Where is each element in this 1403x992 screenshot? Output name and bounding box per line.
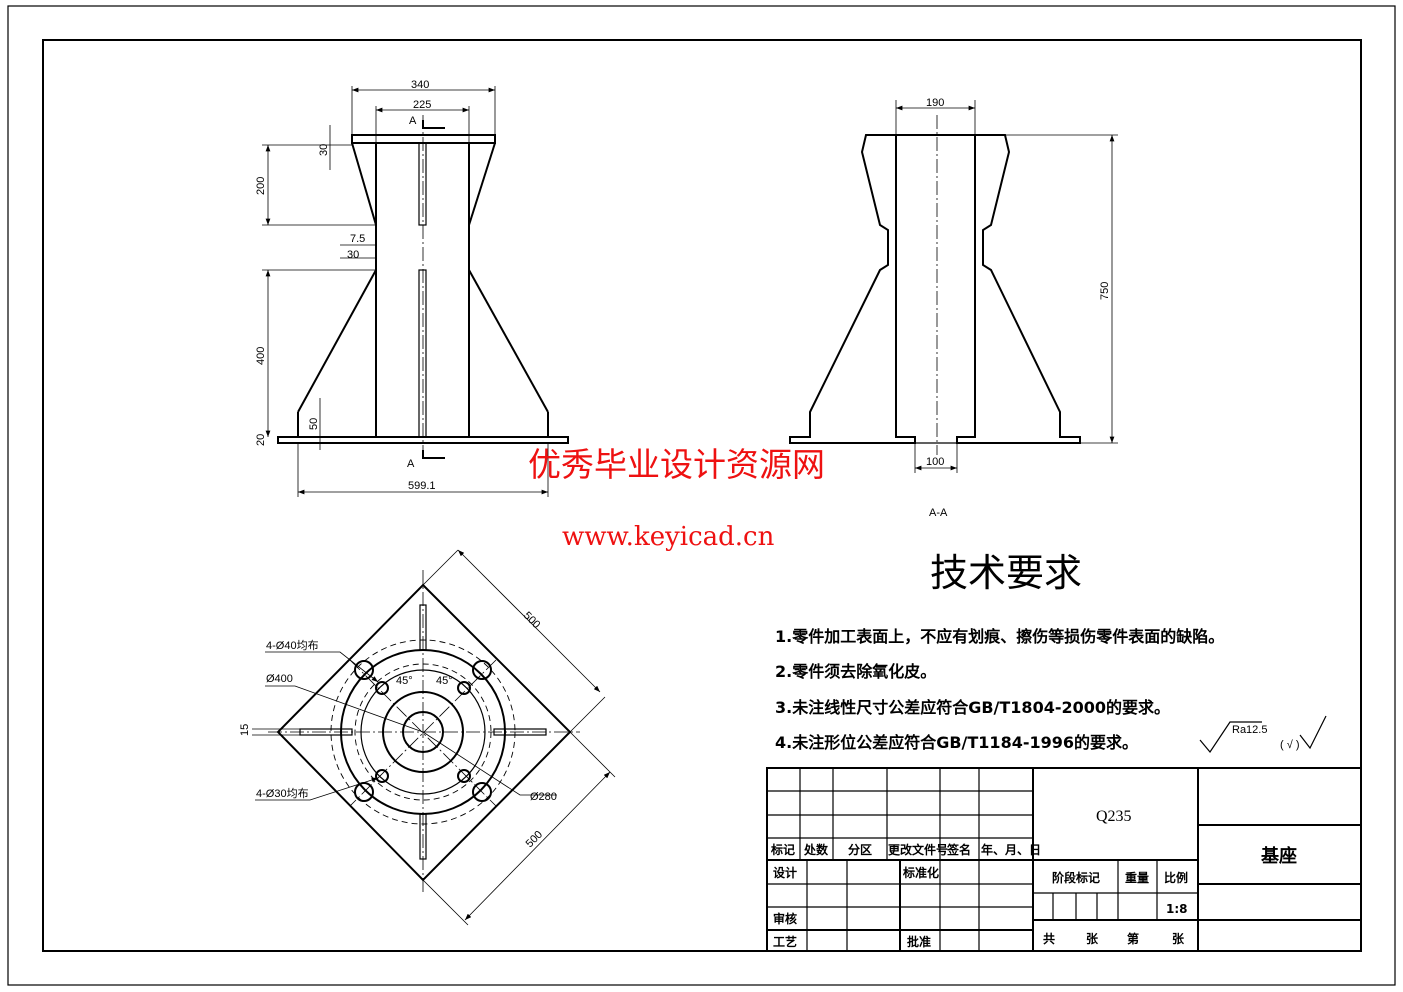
label-standardize: 标准化	[902, 865, 939, 880]
watermark-cn: 优秀毕业设计资源网	[528, 445, 825, 484]
label-sheet: 张	[1172, 931, 1185, 946]
label-design: 设计	[773, 865, 797, 880]
roughness-value: Ra12.5	[1232, 724, 1267, 736]
roughness-symbol	[1199, 715, 1327, 754]
title-block	[766, 767, 1362, 952]
angle-left: 45°	[396, 675, 413, 687]
section-mark-top: A	[409, 115, 417, 127]
top-view: 4-Ø40均布 Ø400 45° 45° 4-Ø30均布 Ø280 15 500…	[239, 549, 616, 926]
part-name: 基座	[1260, 845, 1297, 867]
header-zone: 分区	[848, 842, 872, 857]
dim-500-a: 500	[521, 610, 542, 631]
dim-200: 200	[255, 177, 267, 195]
dim-500-b: 500	[524, 829, 545, 850]
requirement-1: 1.零件加工表面上，不应有划痕、擦伤等损伤零件表面的缺陷。	[775, 627, 1224, 646]
requirement-2: 2.零件须去除氧化皮。	[775, 662, 936, 681]
header-signature: 签名	[946, 842, 971, 857]
dim-100: 100	[926, 456, 944, 468]
dim-15: 15	[239, 724, 251, 736]
dim-50: 50	[308, 418, 320, 430]
requirements-title: 技术要求	[930, 551, 1082, 595]
header-change-doc: 更改文件号	[888, 842, 948, 857]
dim-20: 20	[255, 434, 267, 446]
outer-border	[7, 5, 1396, 986]
label-review: 审核	[773, 911, 797, 926]
label-4-d30: 4-Ø30均布	[256, 787, 309, 800]
section-label: A-A	[929, 507, 948, 519]
angle-right: 45°	[436, 675, 453, 687]
header-count: 处数	[803, 842, 829, 857]
section-view: 190 750 100 A-A	[789, 97, 1118, 519]
header-date: 年、月、日	[981, 842, 1041, 857]
dim-750: 750	[1099, 282, 1111, 300]
label-approve: 批准	[907, 934, 931, 949]
dim-225: 225	[413, 99, 431, 111]
dim-7-5: 7.5	[350, 233, 365, 245]
dim-400: 400	[255, 347, 267, 365]
requirement-3: 3.未注线性尺寸公差应符合GB/T1804-2000的要求。	[775, 698, 1170, 717]
label-process: 工艺	[773, 934, 797, 949]
label-d280: Ø280	[530, 791, 557, 803]
drawing-frame	[42, 39, 1362, 952]
front-view: A A 340 225 200 30 7.5 30 400 50 20 599.…	[255, 79, 569, 497]
dim-30: 30	[347, 249, 359, 261]
watermark-url: www.keyicad.cn	[562, 522, 775, 552]
label-stage: 阶段标记	[1052, 870, 1100, 885]
dim-190: 190	[926, 97, 944, 109]
label-weight: 重量	[1125, 870, 1149, 885]
label-ratio: 比例	[1164, 870, 1188, 885]
label-sheets: 张	[1086, 931, 1099, 946]
label-4-d40: 4-Ø40均布	[266, 639, 319, 652]
requirement-4: 4.未注形位公差应符合GB/T1184-1996的要求。	[775, 733, 1138, 752]
label-nth: 第	[1127, 931, 1139, 946]
material: Q235	[1096, 808, 1132, 825]
dim-599: 599.1	[408, 480, 436, 492]
header-mark: 标记	[770, 842, 795, 857]
roughness-other: ( √ )	[1280, 739, 1299, 751]
dim-30-top: 30	[318, 144, 330, 156]
section-mark-bottom: A	[407, 458, 415, 470]
scale-value: 1:8	[1166, 902, 1188, 916]
label-d400: Ø400	[266, 673, 293, 685]
label-total: 共	[1043, 931, 1055, 946]
dim-340: 340	[411, 79, 429, 91]
